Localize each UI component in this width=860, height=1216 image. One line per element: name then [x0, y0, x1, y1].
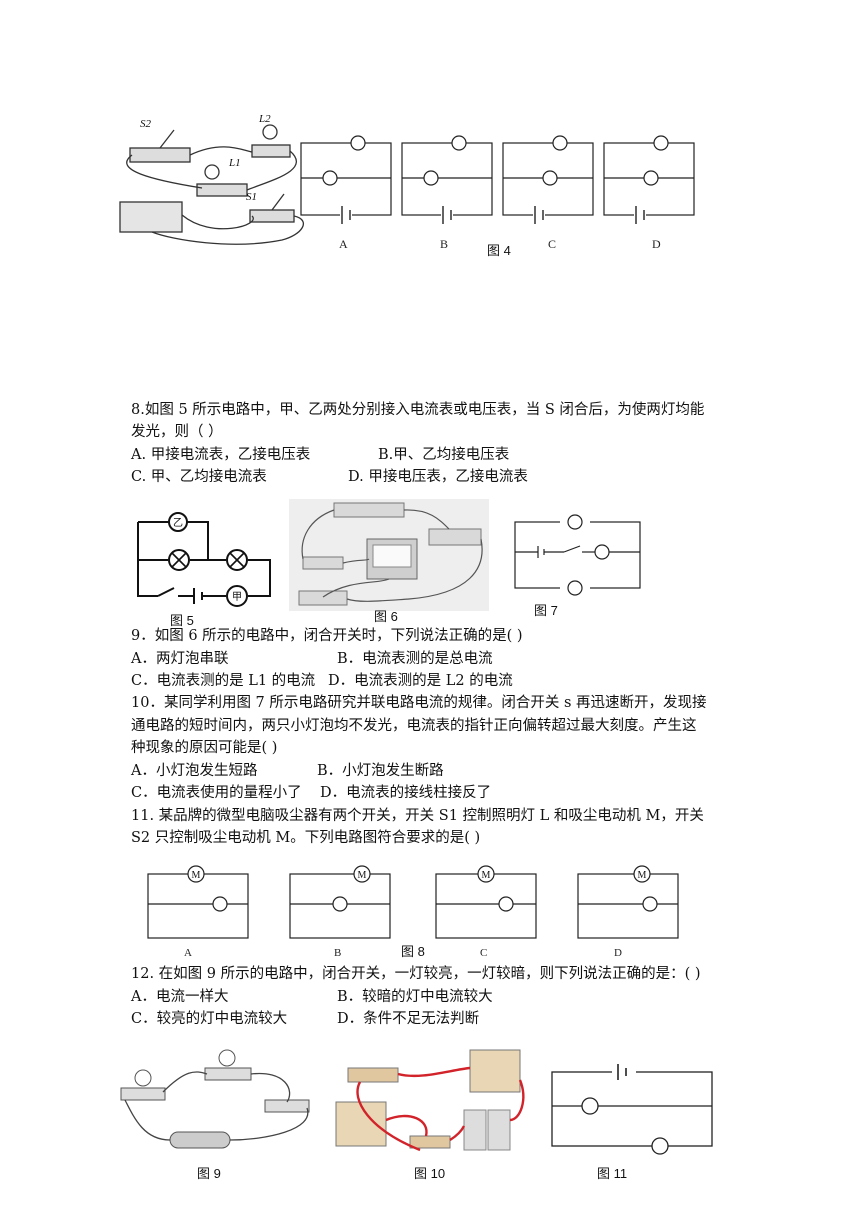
q9-option-d: D．电流表测的是 L2 的电流 [328, 673, 513, 689]
q8-option-c: C. 甲、乙均接电流表 [131, 469, 267, 485]
figure-7 [510, 506, 650, 606]
svg-text:M: M [192, 870, 201, 881]
q10-option-d: D．电流表的接线柱接反了 [320, 785, 492, 801]
q9-option-b: B．电流表测的是总电流 [337, 651, 493, 667]
q8-line2: 发光，则（ ） [131, 424, 223, 440]
fig4-option-c: C [548, 237, 556, 251]
fig5-meter-yi: 乙 [173, 517, 183, 529]
q10-option-a: A．小灯泡发生短路 [131, 763, 258, 779]
fig4-option-a: A [339, 237, 348, 251]
q12-option-a: A．电流一样大 [131, 989, 229, 1005]
figure-5: 乙 甲 [130, 508, 280, 616]
fig4-option-b: B [440, 237, 448, 251]
fig11-caption: 图 11 [597, 1166, 628, 1181]
q12-option-b: B．较暗的灯中电流较大 [337, 989, 493, 1005]
q12-option-c: C．较亮的灯中电流较大 [131, 1011, 288, 1027]
q10-line2: 通电路的短时间内，两只小灯泡均不发光，电流表的指针正向偏转超过最大刻度。产生这 [131, 718, 697, 734]
q12-stem: 12. 在如图 9 所示的电路中，闭合开关，一灯较亮，一灯较暗，则下列说法正确的… [131, 966, 701, 982]
svg-text:M: M [638, 870, 647, 881]
q10-line3: 种现象的原因可能是( ) [131, 740, 278, 756]
fig5-meter-jia: 甲 [232, 592, 242, 603]
fig4-option-d: D [652, 237, 661, 251]
fig4-label-l1: L1 [228, 157, 241, 169]
fig4-label-l2: L2 [258, 113, 271, 125]
q8-line1: 8.如图 5 所示电路中，甲、乙两处分别接入电流表或电压表，当 S 闭合后，为使… [131, 402, 705, 418]
fig5-caption: 图 5 [170, 613, 194, 628]
fig4-label-s1: S1 [246, 191, 257, 203]
figure-11 [548, 1062, 718, 1160]
figure-9 [115, 1040, 325, 1155]
fig8-caption: 图 8 [401, 944, 425, 959]
svg-text:M: M [482, 870, 491, 881]
q8-option-b: B.甲、乙均接电压表 [378, 447, 510, 463]
figure-10 [330, 1040, 530, 1155]
q8-option-d: D. 甲接电压表，乙接电流表 [348, 469, 528, 485]
q9-stem: 9．如图 6 所示的电路中，闭合开关时，下列说法正确的是( ) [131, 628, 523, 644]
fig10-caption: 图 10 [414, 1166, 446, 1181]
fig8-option-b: B [334, 947, 341, 958]
figure-4: S2 L2 L1 S1 [112, 110, 712, 260]
q11-line2: S2 只控制吸尘电动机 M。下列电路图符合要求的是( ) [131, 830, 481, 846]
fig8-option-a: A [184, 947, 192, 958]
fig8-option-c: C [480, 947, 487, 958]
figure-8: M M M M A B C D [140, 858, 700, 959]
fig4-caption: 图 4 [487, 243, 511, 258]
figure-6 [289, 499, 489, 611]
q9-option-c: C．电流表测的是 L1 的电流 [131, 673, 316, 689]
q10-line1: 10．某同学利用图 7 所示电路研究并联电路电流的规律。闭合开关 s 再迅速断开… [131, 695, 707, 711]
fig7-caption: 图 7 [534, 603, 558, 618]
q10-option-c: C．电流表使用的量程小了 [131, 785, 302, 801]
fig8-option-d: D [614, 947, 622, 958]
fig9-caption: 图 9 [197, 1166, 221, 1181]
fig4-label-s2: S2 [140, 118, 152, 130]
fig6-caption: 图 6 [374, 609, 398, 624]
q10-option-b: B．小灯泡发生断路 [317, 763, 444, 779]
svg-text:M: M [358, 870, 367, 881]
q12-option-d: D．条件不足无法判断 [337, 1011, 480, 1027]
q9-option-a: A．两灯泡串联 [131, 651, 229, 667]
q11-line1: 11. 某品牌的微型电脑吸尘器有两个开关，开关 S1 控制照明灯 L 和吸尘电动… [131, 808, 704, 824]
q8-option-a: A. 甲接电流表，乙接电压表 [131, 447, 311, 463]
